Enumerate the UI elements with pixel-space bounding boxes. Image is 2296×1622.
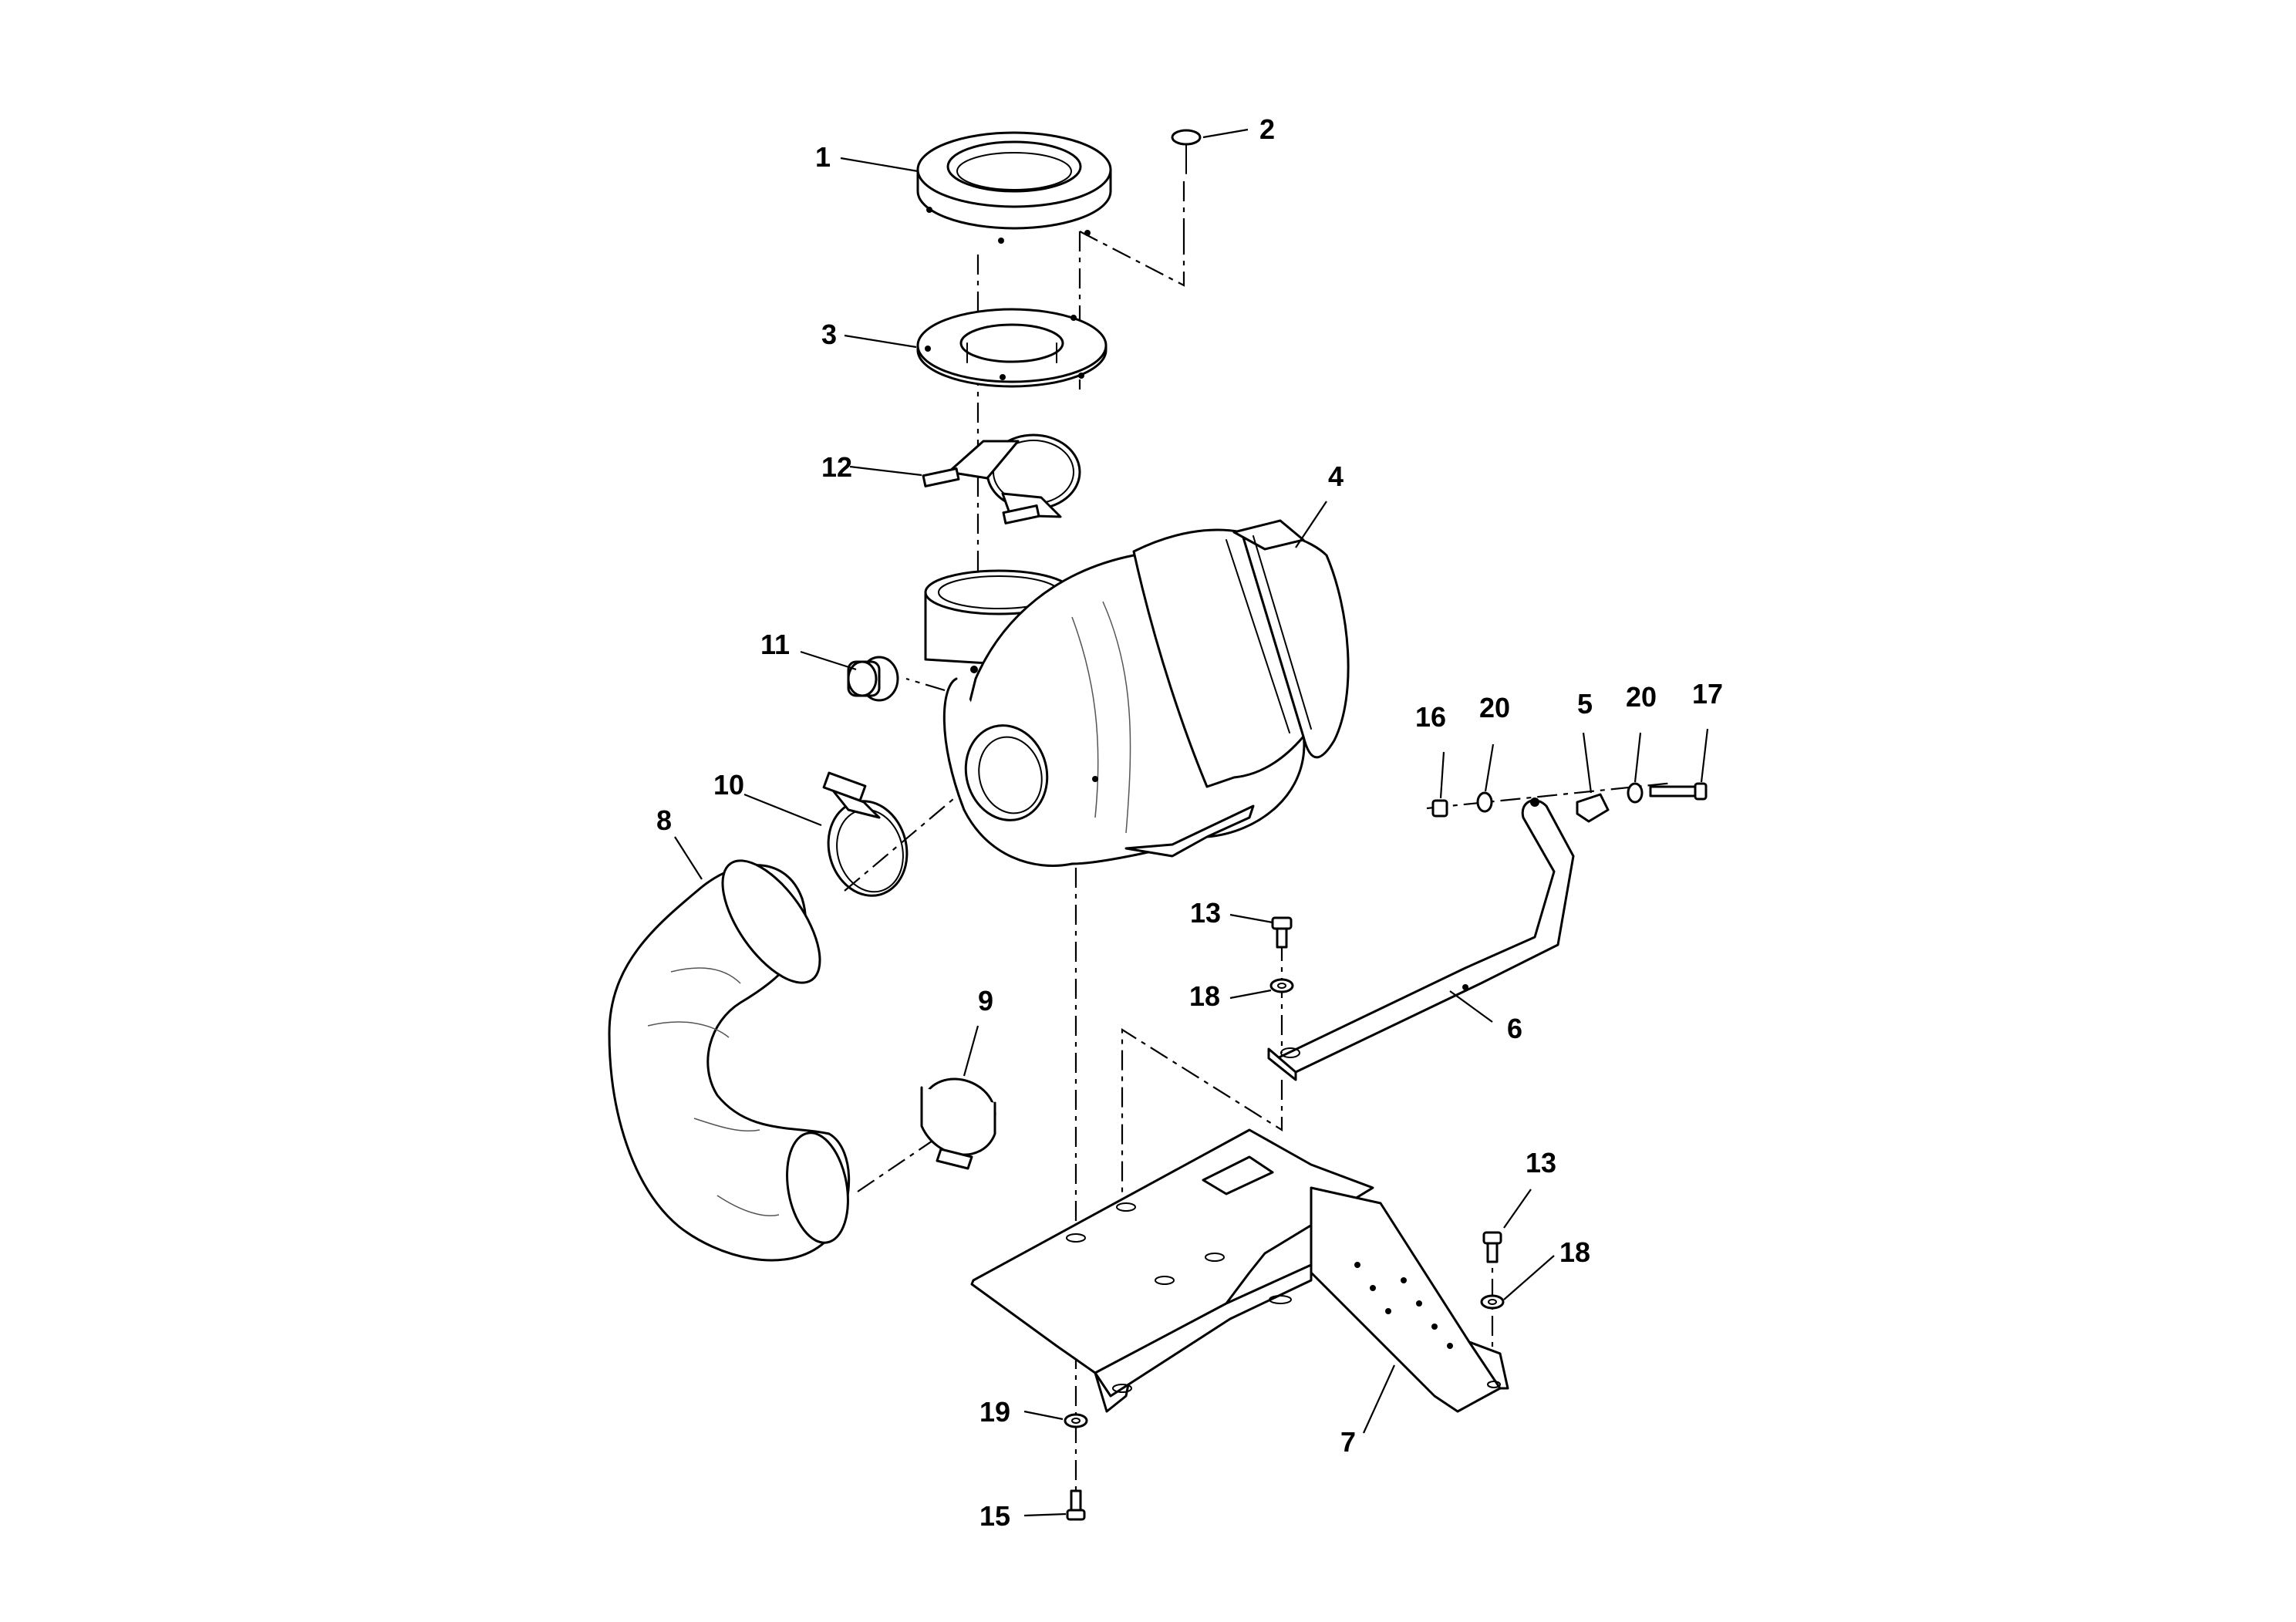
hose-clamp-icon — [822, 771, 909, 897]
callout-16: 16 — [1415, 701, 1446, 733]
support-bracket-icon — [1267, 798, 1575, 1081]
callout-3: 3 — [821, 319, 837, 350]
washer-icon — [1064, 1413, 1088, 1428]
callout-20: 20 — [1479, 692, 1510, 723]
callout-9: 9 — [978, 985, 993, 1017]
rubber-mount-icon — [1576, 793, 1610, 823]
callout-17: 17 — [1692, 678, 1723, 710]
callout-1: 1 — [815, 141, 831, 173]
bolt-icon — [1066, 1489, 1086, 1521]
callout-labels: 1 2 3 4 5 6 7 8 9 10 11 12 13 13 15 16 1… — [656, 113, 1723, 1532]
callout-6: 6 — [1507, 1013, 1522, 1044]
intake-ring-icon — [916, 131, 1112, 244]
washer-icon — [1480, 1294, 1505, 1310]
bolt-icon — [1271, 916, 1293, 949]
callout-13: 13 — [1190, 897, 1221, 929]
callout-10: 10 — [713, 769, 744, 801]
callout-18: 18 — [1189, 980, 1220, 1012]
washer-icon — [1627, 782, 1644, 804]
u-bolt-clamp-icon — [922, 433, 1081, 524]
hose-clamp-icon — [920, 1077, 996, 1170]
callout-18: 18 — [1559, 1236, 1590, 1268]
callout-2: 2 — [1259, 113, 1275, 145]
gasket-plate-icon — [916, 308, 1108, 388]
callout-20: 20 — [1626, 681, 1657, 713]
rivet-icon — [1171, 129, 1202, 174]
nut-icon — [1431, 799, 1448, 818]
callout-5: 5 — [1577, 688, 1593, 720]
mounting-bracket-icon — [970, 1128, 1509, 1413]
bolt-icon — [1649, 782, 1708, 801]
callout-19: 19 — [979, 1396, 1010, 1428]
washer-icon — [1476, 791, 1493, 813]
leader-lines — [674, 128, 1709, 1517]
intake-hose-icon — [608, 859, 851, 1262]
callout-4: 4 — [1328, 460, 1344, 492]
callout-11: 11 — [760, 629, 790, 660]
callout-8: 8 — [656, 804, 672, 836]
washer-icon — [1269, 978, 1294, 993]
callout-7: 7 — [1340, 1426, 1356, 1458]
callout-13: 13 — [1526, 1147, 1556, 1179]
callout-12: 12 — [821, 451, 852, 483]
callout-15: 15 — [979, 1500, 1010, 1532]
bolt-icon — [1482, 1231, 1502, 1263]
air-filter-housing-icon — [924, 519, 1350, 867]
vacuator-valve-icon — [847, 656, 899, 702]
